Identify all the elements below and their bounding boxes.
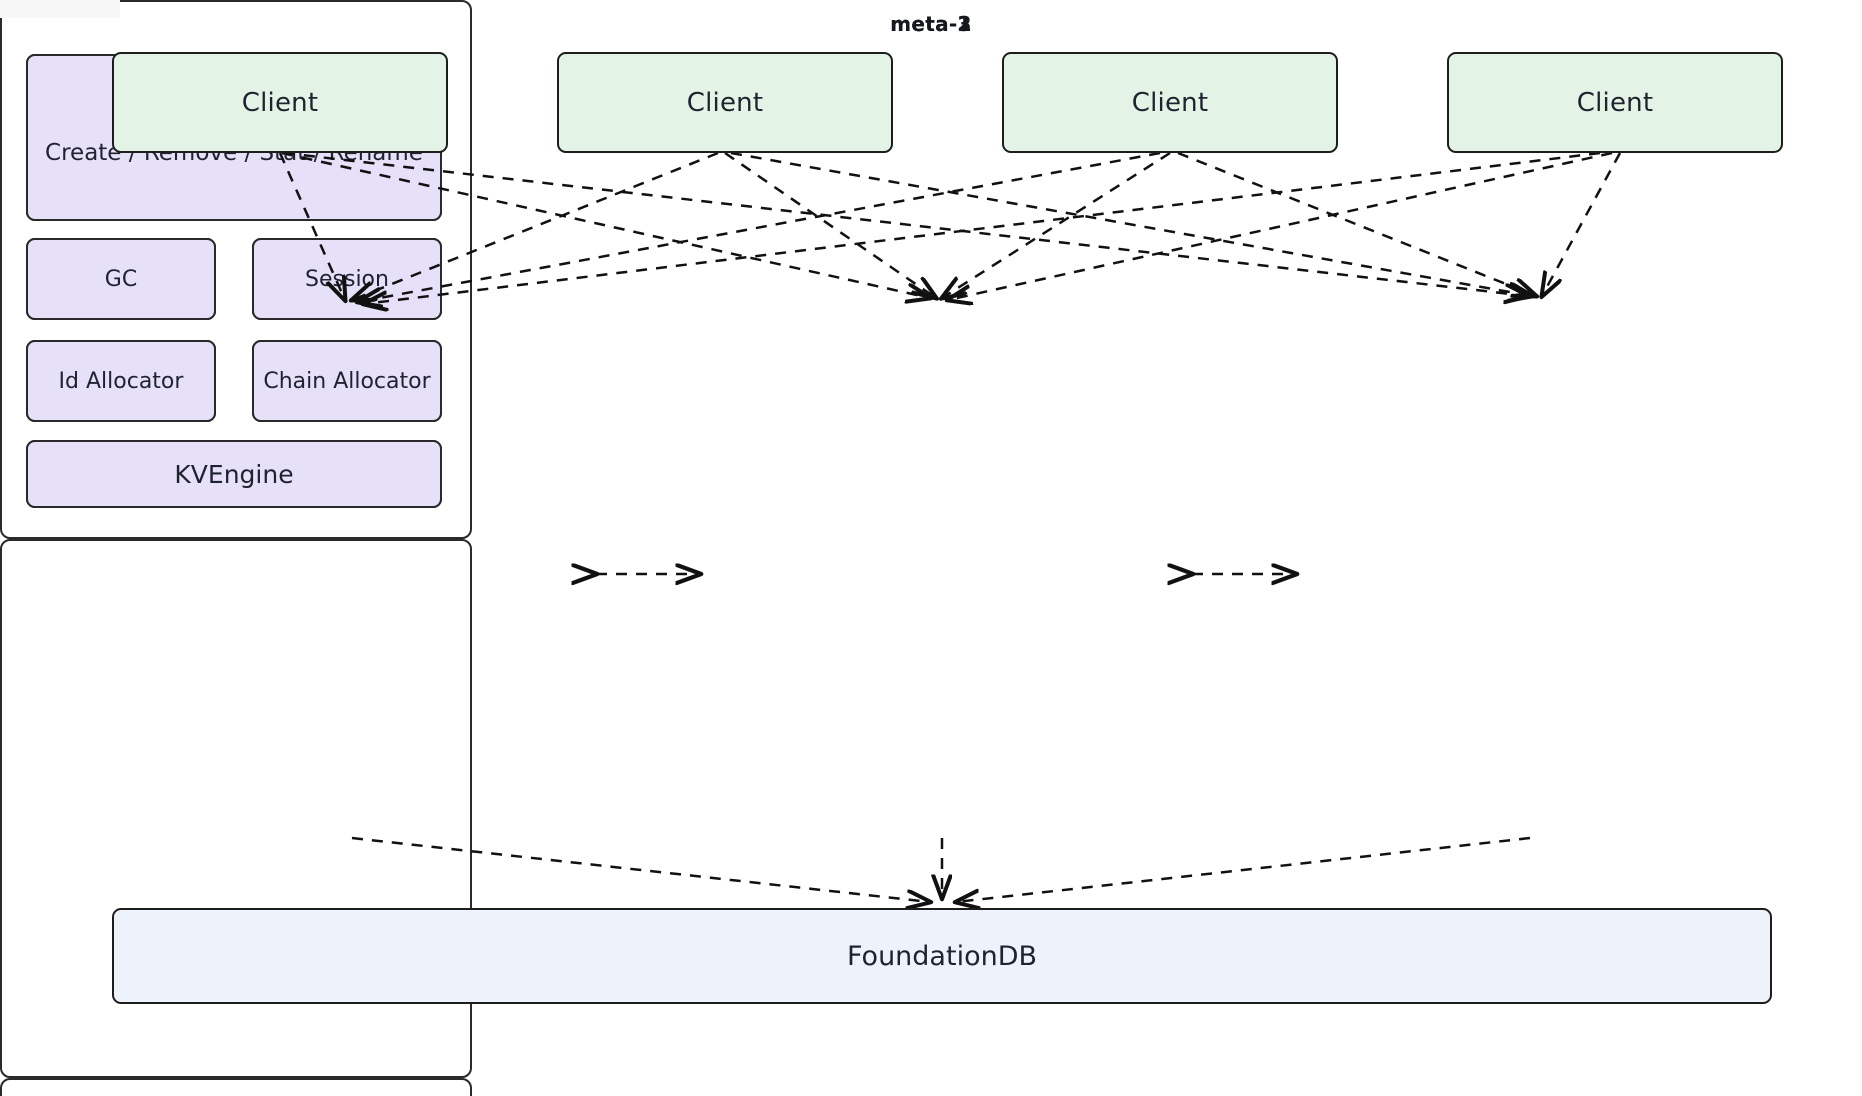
meta-3-module-kvengine[interactable]: KVEngine (26, 440, 442, 508)
page-wash (0, 0, 120, 18)
client-box-2[interactable]: Client (557, 52, 893, 153)
meta-to-storage-edges (351, 836, 1531, 902)
client-label-2: Client (686, 87, 764, 118)
client-to-meta-edges (278, 151, 1622, 304)
meta-node-1-title: meta-1 (890, 12, 972, 36)
meta-3-module-session[interactable]: Session (252, 238, 442, 320)
meta-node-2-title: meta-2 (890, 12, 972, 36)
client-label-1: Client (241, 87, 319, 118)
client-label-4: Client (1576, 87, 1654, 118)
meta-3-module-id-allocator-label: Id Allocator (58, 368, 184, 394)
client-label-3: Client (1131, 87, 1209, 118)
meta-node-3-title: meta-3 (890, 12, 972, 36)
foundationdb-storage-box[interactable]: FoundationDB (112, 908, 1772, 1004)
meta-3-module-gc[interactable]: GC (26, 238, 216, 320)
client-box-1[interactable]: Client (112, 52, 448, 153)
meta-3-module-kvengine-label: KVEngine (174, 459, 294, 489)
client-box-4[interactable]: Client (1447, 52, 1783, 153)
meta-3-module-chain-allocator[interactable]: Chain Allocator (252, 340, 442, 422)
meta-3-module-chain-allocator-label: Chain Allocator (263, 368, 431, 394)
meta-node-3[interactable]: meta-3 POSIX 语义 Create / Remove / Stat /… (0, 12, 971, 1096)
meta-3-module-gc-label: GC (104, 266, 138, 292)
meta-3-module-session-label: Session (305, 266, 389, 292)
foundationdb-label: FoundationDB (846, 940, 1038, 972)
meta-3-module-id-allocator[interactable]: Id Allocator (26, 340, 216, 422)
client-box-3[interactable]: Client (1002, 52, 1338, 153)
